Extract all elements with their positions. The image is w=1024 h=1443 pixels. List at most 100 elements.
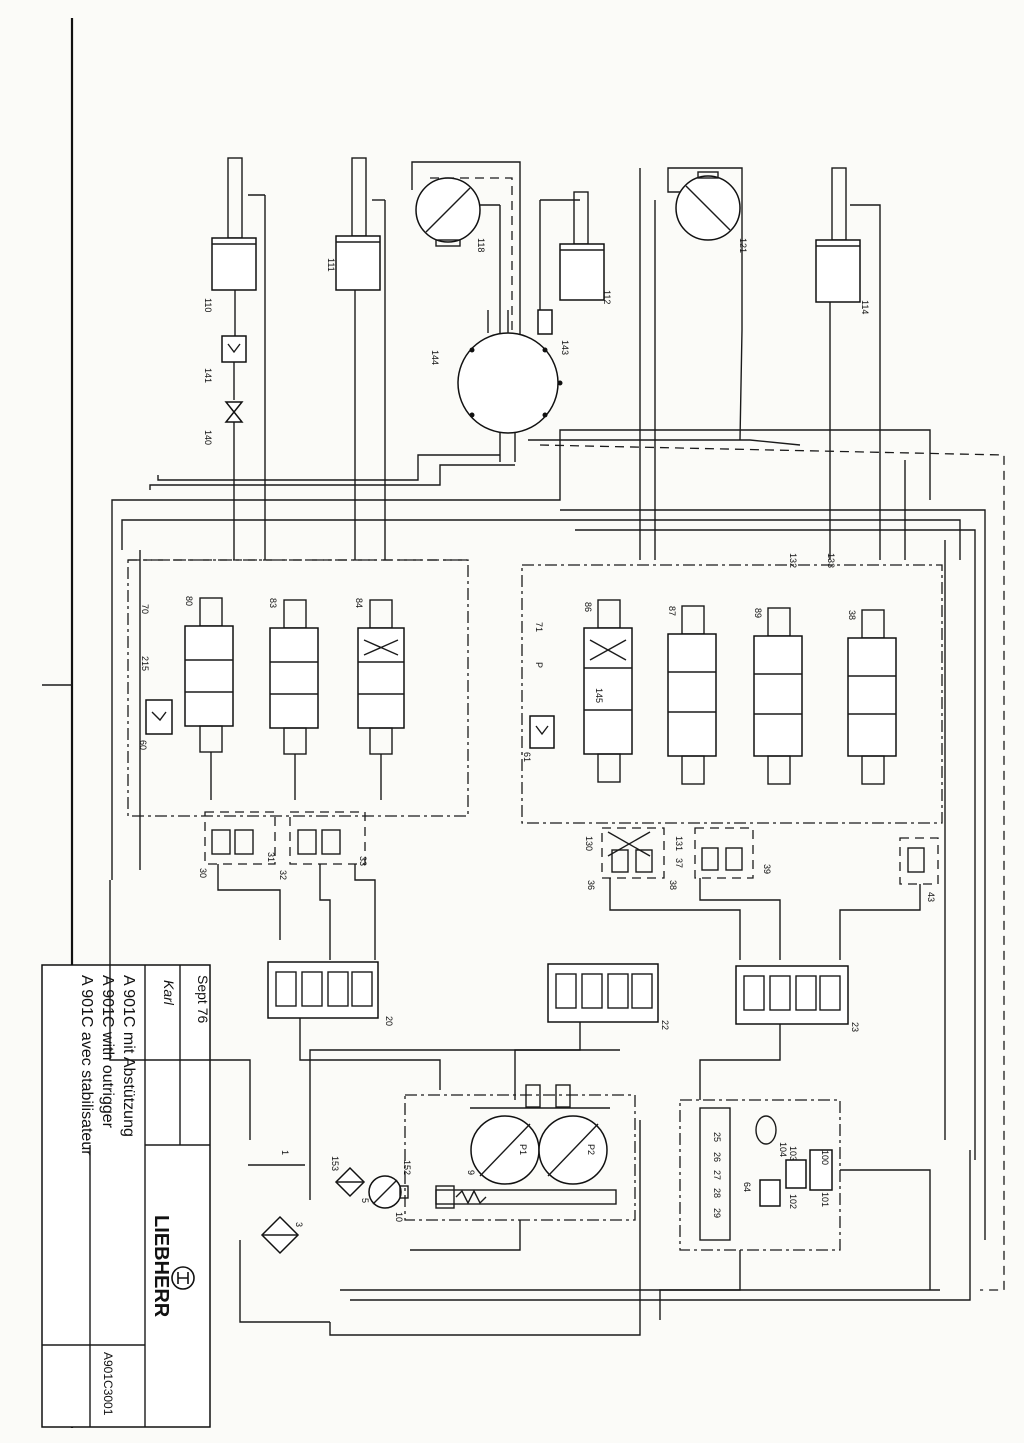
motor-118: 118: [411, 161, 521, 430]
label-130: 130: [584, 836, 594, 851]
brand-logo-icon: [171, 1266, 195, 1290]
pump-p2: P2: [538, 1115, 608, 1185]
pump-unit: P1 P2 9: [404, 1084, 636, 1251]
label-P1: P1: [518, 1144, 528, 1155]
valve-143: 143: [537, 309, 570, 355]
label-86: 86: [583, 602, 593, 612]
label-28: 28: [712, 1188, 722, 1198]
shuttle-block-22: 22: [514, 963, 670, 1100]
label-38-upper: 38: [847, 610, 857, 620]
brand-logo-text: LIEBHERR: [150, 1215, 172, 1318]
label-32: 32: [278, 870, 288, 880]
label-33: 33: [358, 856, 368, 866]
label-153: 153: [330, 1156, 340, 1171]
control-block: 25 26 27 28 29 64 100 101 102 103 104: [659, 1099, 931, 1320]
label-64: 64: [742, 1182, 752, 1192]
label-39: 39: [762, 864, 772, 874]
drawing-number: A901C3001: [101, 1352, 115, 1416]
label-36: 36: [586, 880, 596, 890]
label-60: 60: [138, 740, 148, 750]
label-43: 43: [926, 892, 936, 902]
label-110: 110: [203, 298, 213, 312]
valve-block-71: 71 P 86 145 87 89: [521, 553, 943, 824]
label-70: 70: [140, 604, 150, 614]
label-84: 84: [354, 598, 364, 608]
label-29: 29: [712, 1208, 722, 1218]
label-133: 133: [826, 553, 836, 568]
check-blocks-right: 130 131 36 37 38 39 43: [584, 827, 939, 960]
label-101: 101: [820, 1192, 830, 1207]
title-block: A 901C mit Abstützung A 901C with outrig…: [41, 964, 211, 1428]
pump-p1: P1: [470, 1115, 540, 1185]
label-112: 112: [602, 290, 612, 304]
label-143: 143: [560, 340, 570, 355]
cylinder-111: 111: [326, 157, 386, 560]
label-89: 89: [753, 608, 763, 618]
spool-38-upper: 38: [847, 609, 897, 785]
title-line-2: A 901C with outrigger: [99, 975, 116, 1129]
spool-86: 86 145: [583, 599, 633, 783]
spool-89: 89: [753, 607, 803, 785]
title-line-1: A 901C mit Abstützung: [120, 975, 137, 1137]
pump-auxiliary: 10 152 153 5 3 1: [109, 880, 412, 1323]
title-line-3: A 901C avec stabilisateur: [78, 975, 95, 1156]
label-141: 141: [203, 368, 213, 383]
label-103: 103: [788, 1146, 798, 1161]
shuttle-block-23: 23: [699, 965, 860, 1100]
date-field: Sept 76: [195, 975, 211, 1023]
motor-121: 121: [639, 167, 748, 560]
label-83: 83: [268, 598, 278, 608]
label-144: 144: [430, 350, 440, 365]
label-114: 114: [860, 300, 870, 314]
title-block-frame: [41, 964, 211, 1428]
label-61: 61: [522, 752, 532, 762]
drawn-by-field: Karl: [161, 980, 177, 1006]
piping-network: [111, 429, 1005, 1291]
relief-60: 60: [138, 699, 173, 750]
label-80: 80: [184, 596, 194, 606]
control-block-frame: [679, 1099, 841, 1251]
label-152: 152: [402, 1160, 412, 1175]
label-145: 145: [594, 688, 604, 703]
cylinder-114: 114: [815, 167, 881, 560]
label-5: 5: [360, 1198, 370, 1203]
label-121: 121: [738, 238, 748, 253]
label-20: 20: [384, 1016, 394, 1026]
label-118: 118: [476, 238, 486, 252]
label-104: 104: [778, 1142, 788, 1157]
swivel-144: 144: [430, 310, 563, 462]
label-71: 71: [534, 622, 544, 632]
valve-block-70: 70 215 80 83: [127, 559, 470, 817]
spool-83: 83: [268, 598, 319, 800]
label-26: 26: [712, 1152, 722, 1162]
label-P2: P2: [586, 1144, 596, 1155]
label-140: 140: [203, 430, 213, 445]
label-111: 111: [326, 258, 336, 272]
label-87: 87: [667, 606, 677, 616]
label-9: 9: [466, 1170, 476, 1175]
label-100: 100: [820, 1150, 830, 1165]
valve-141: 141: [203, 335, 247, 400]
spool-87: 87: [667, 605, 717, 785]
return-lines: [309, 1049, 971, 1336]
label-37: 37: [674, 858, 684, 868]
shuttle-block-20: 20: [267, 961, 441, 1090]
label-P: P: [534, 662, 544, 668]
label-102: 102: [788, 1194, 798, 1209]
label-1: 1: [280, 1150, 290, 1155]
label-3: 3: [294, 1222, 304, 1227]
label-132: 132: [788, 553, 798, 568]
label-131: 131: [674, 836, 684, 851]
block-71-frame: [521, 564, 943, 824]
check-blocks-left: 30 31 32 33: [198, 811, 376, 960]
label-30: 30: [198, 868, 208, 878]
relief-61: 61: [522, 715, 555, 762]
label-10: 10: [394, 1212, 404, 1222]
label-215: 215: [140, 656, 150, 671]
label-27: 27: [712, 1170, 722, 1180]
cylinder-110: 110: [203, 157, 266, 560]
cylinder-112: 112: [539, 191, 612, 330]
valve-140: 140: [203, 401, 244, 560]
